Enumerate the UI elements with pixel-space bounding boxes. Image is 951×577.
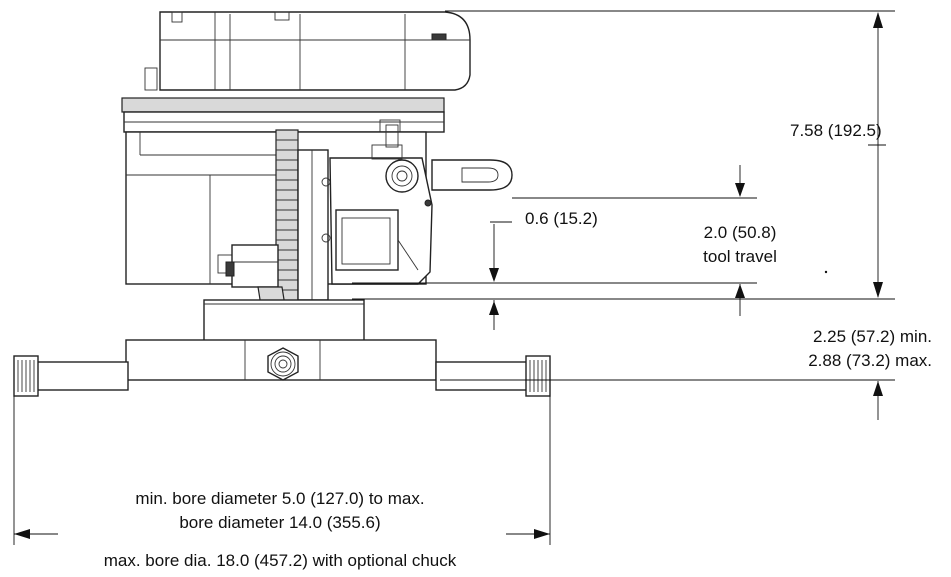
center-nut xyxy=(267,347,299,381)
base-min-label: 2.25 (57.2) min. xyxy=(812,327,932,346)
optional-chuck-note: max. bore dia. 18.0 (457.2) with optiona… xyxy=(103,551,457,570)
top-plate xyxy=(121,97,445,113)
left-leg xyxy=(35,361,129,391)
tool-travel-value-label: 2.0 (50.8) xyxy=(703,223,777,242)
base-boss xyxy=(203,299,365,343)
base-max-label: 2.88 (73.2) max. xyxy=(808,351,932,370)
machine-body xyxy=(13,11,551,397)
rack-teeth xyxy=(276,139,298,291)
dimension-lines xyxy=(13,10,895,545)
overall-height-label: 7.58 (192.5) xyxy=(790,121,882,140)
offset-label: 0.6 (15.2) xyxy=(525,209,598,228)
adjust-knob xyxy=(385,159,419,193)
feed-column xyxy=(275,129,299,306)
tool-travel-label: tool travel xyxy=(703,247,777,266)
motor-housing xyxy=(159,11,471,91)
bore-diameter-line1: min. bore diameter 5.0 (127.0) to max. xyxy=(135,489,425,508)
tool-holder xyxy=(431,159,513,191)
bore-diameter-line2: bore diameter 14.0 (355.6) xyxy=(179,513,381,532)
right-leg xyxy=(435,361,529,391)
